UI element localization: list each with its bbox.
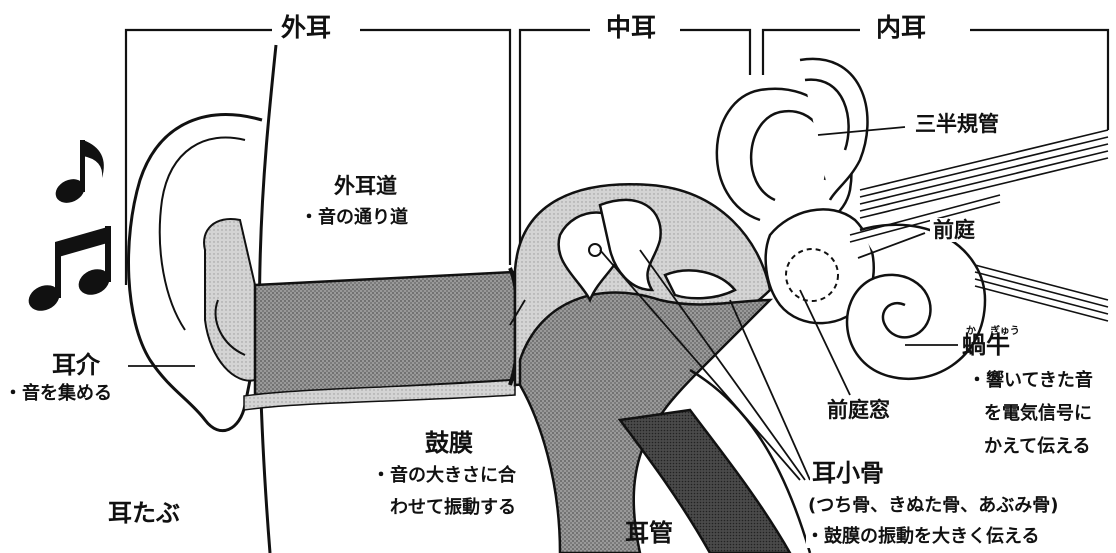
label-ear-canal-desc: ・音の通り道 xyxy=(298,207,410,229)
leader-lines xyxy=(128,126,958,481)
label-auricle: 耳介 xyxy=(52,351,100,379)
label-cochlea: 蝸牛 xyxy=(962,331,1010,359)
label-auricle-desc: ・音を集める xyxy=(4,383,112,404)
auricle-shape xyxy=(127,113,263,433)
label-ossicles-desc: ・鼓膜の振動を大きく伝える xyxy=(806,526,1040,548)
label-cochlea-desc-3: かえて伝える xyxy=(984,436,1091,457)
auditory-nerve-lines xyxy=(849,129,1109,322)
section-brackets xyxy=(124,28,1110,285)
label-cochlea-ruby-right: ぎゅう xyxy=(990,326,1020,337)
ear-canal-shape xyxy=(253,270,517,397)
label-ear-canal: 外耳道 xyxy=(332,174,399,199)
double-music-note-icon xyxy=(28,226,111,311)
label-vestibule: 前庭 xyxy=(930,218,978,243)
label-eustachian-tube: 耳管 xyxy=(625,519,673,547)
heading-outer-ear: 外耳 xyxy=(275,13,338,43)
ossicles-shape xyxy=(557,198,737,304)
label-ossicles: 耳小骨 xyxy=(810,459,886,488)
label-ossicles-detail: (つち骨、きぬた骨、あぶみ骨) xyxy=(808,495,1059,517)
heading-middle-ear: 中耳 xyxy=(600,13,663,43)
oval-window-marker xyxy=(785,248,839,302)
label-eardrum: 鼓膜 xyxy=(423,429,475,458)
label-oval-window: 前庭窓 xyxy=(825,398,892,423)
label-eardrum-desc-2: わせて振動する xyxy=(390,497,516,519)
semicircular-canals-shape xyxy=(715,57,869,228)
label-eardrum-desc-1: ・音の大きさに合 xyxy=(372,465,516,487)
label-cochlea-ruby-left: か xyxy=(966,326,976,337)
label-earlobe: 耳たぶ xyxy=(108,499,180,527)
label-semicircular-canals: 三半規管 xyxy=(912,112,1002,137)
label-cochlea-desc-1: ・響いてきた音 xyxy=(968,370,1093,391)
label-cochlea-desc-2: を電気信号に xyxy=(984,403,1092,424)
music-note-icon xyxy=(55,140,104,203)
heading-inner-ear: 内耳 xyxy=(870,13,933,43)
cochlea-shape xyxy=(845,223,987,380)
